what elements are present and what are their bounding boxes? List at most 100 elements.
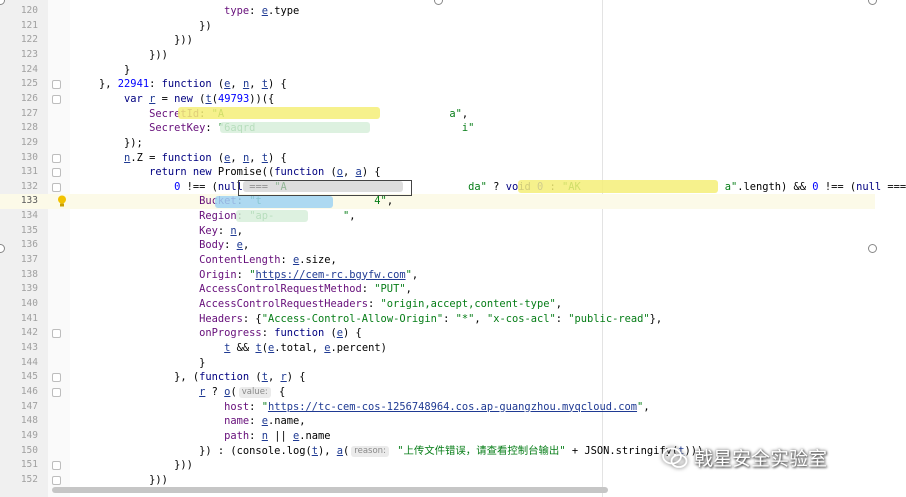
code-text[interactable]: return new Promise((function (o, a) { [149,166,381,179]
code-line[interactable]: 132 0 !== (null === "A da" ? void 0 : "A… [0,180,906,195]
code-line[interactable]: 151 })) [0,458,875,473]
line-number: 120 [20,5,38,16]
code-line[interactable]: 145 }, (function (t, r) { [0,370,875,385]
line-number: 151 [20,459,38,471]
line-number: 150 [20,444,38,456]
code-text[interactable]: })) [74,34,193,47]
code-text[interactable]: })) [74,48,168,61]
line-number: 138 [20,268,38,280]
code-text[interactable]: t && t(e.total, e.percent) [224,341,387,354]
code-line[interactable]: 133 Bucket: "t 4", [0,194,875,210]
code-text[interactable]: ContentLength: e.size, [199,254,337,267]
code-line[interactable]: 123 })) [0,48,875,63]
line-number: 137 [20,254,38,266]
resize-handle-left[interactable] [0,244,5,253]
code-line[interactable]: 136 Body: e, [0,238,875,253]
fold-marker-icon[interactable] [52,80,61,90]
code-text[interactable]: AccessControlRequestMethod: "PUT", [199,283,412,296]
code-line[interactable]: 139 AccessControlRequestMethod: "PUT", [0,282,875,297]
line-number: 145 [20,371,38,383]
code-text[interactable]: })) [74,473,168,486]
code-line[interactable]: 146 r ? o(value: { [0,385,875,400]
fold-marker-icon[interactable] [52,373,61,383]
code-line[interactable]: 143 t && t(e.total, e.percent) [0,341,875,356]
fold-marker-icon[interactable] [52,387,61,397]
line-number: 126 [20,92,38,104]
code-line[interactable]: 134 Region: "ap- ", [0,209,875,224]
code-line[interactable]: 126 var r = new (t(49793))({ [0,92,875,107]
code-text[interactable]: path: n || e.name [224,429,331,442]
code-line[interactable]: 135 Key: n, [0,224,875,239]
code-text[interactable]: name: e.name, [224,415,306,428]
redaction-region [236,210,308,222]
code-line[interactable]: 138 Origin: "https://cem-rc.bgyfw.com", [0,268,875,283]
right-margin-guide [602,0,603,497]
lightbulb-icon[interactable] [57,195,67,208]
code-text[interactable]: Headers: {"Access-Control-Allow-Origin":… [199,312,663,325]
code-line[interactable]: 131 return new Promise((function (o, a) … [0,165,875,180]
code-line[interactable]: 149 path: n || e.name [0,429,875,444]
line-number: 133 [20,195,38,207]
code-text[interactable]: r ? o(value: { [199,385,286,398]
code-text[interactable]: })) [74,459,193,472]
fold-marker-icon[interactable] [52,475,61,485]
code-text[interactable]: }, (function (t, r) { [74,371,306,384]
code-text[interactable]: }) [74,19,212,32]
line-number: 121 [20,19,38,31]
resize-handle-top-right[interactable] [868,0,877,5]
code-line[interactable]: 124 } [0,63,875,78]
code-line[interactable]: 141 Headers: {"Access-Control-Allow-Orig… [0,312,875,327]
redaction-secret-key [220,122,370,133]
code-line[interactable]: 148 name: e.name, [0,414,875,429]
code-text[interactable]: AccessControlRequestHeaders: "origin,acc… [199,298,562,310]
code-line[interactable]: 152 })) [0,473,875,488]
fold-marker-icon[interactable] [52,461,61,471]
code-text[interactable]: Origin: "https://cem-rc.bgyfw.com", [199,268,419,281]
line-number: 123 [20,48,38,60]
code-text[interactable]: } [74,356,206,369]
code-line[interactable]: 127 SecretId: "A a", [0,107,875,122]
fold-marker-icon[interactable] [52,329,61,339]
code-line[interactable]: 142 onProgress: function (e) { [0,326,875,341]
code-text[interactable]: Body: e, [199,239,250,252]
code-text[interactable]: host: "https://tc-cem-cos-1256748964.cos… [224,400,650,413]
resize-handle-right[interactable] [868,244,877,253]
code-text[interactable]: 0 !== (null === "A da" ? void 0 : "AK a"… [174,180,906,193]
resize-handle-top-left[interactable] [0,0,5,5]
code-text[interactable]: n.Z = function (e, n, t) { [124,151,287,164]
watermark: 戟星安全实验室 [662,444,827,471]
code-line[interactable]: 137 ContentLength: e.size, [0,253,875,268]
fold-marker-icon[interactable] [52,94,61,104]
code-line[interactable]: 129 }); [0,136,875,151]
code-text[interactable]: } [74,63,131,76]
code-line[interactable]: 128 SecretKey: "6aqrd i" [0,121,875,136]
resize-handle-top[interactable] [434,0,443,5]
code-line[interactable]: 144 } [0,356,875,371]
fold-marker-icon[interactable] [52,153,61,163]
fold-marker-icon[interactable] [52,182,61,192]
fold-marker-icon[interactable] [52,168,61,178]
code-text[interactable]: var r = new (t(49793))({ [124,92,275,105]
code-text[interactable]: }) : (console.log(t), a(reason: "上传文件错误，… [74,444,704,457]
redaction-secret-id [178,107,380,119]
code-text[interactable]: type: e.type [224,5,300,17]
horizontal-scrollbar[interactable] [52,487,608,493]
code-line[interactable]: 125 }, 22941: function (e, n, t) { [0,77,875,92]
redaction-access-key-2 [518,180,718,193]
watermark-text: 戟星安全实验室 [694,448,828,470]
code-text[interactable]: }, 22941: function (e, n, t) { [74,78,287,91]
redaction-bucket [215,196,333,208]
code-line[interactable]: 122 })) [0,33,875,48]
code-text[interactable]: Region: "ap- ", [199,210,356,223]
code-line[interactable]: 147 host: "https://tc-cem-cos-1256748964… [0,400,875,415]
line-number: 140 [20,298,38,309]
code-line[interactable]: 130 n.Z = function (e, n, t) { [0,151,875,166]
code-line[interactable]: 121 }) [0,19,875,34]
code-text[interactable]: Key: n, [199,224,243,237]
code-line[interactable]: 150 }) : (console.log(t), a(reason: "上传文… [0,444,875,459]
code-line[interactable]: 140 AccessControlRequestHeaders: "origin… [0,297,875,312]
code-line[interactable]: 120 type: e.type [0,4,875,19]
code-text[interactable]: }); [74,136,143,149]
code-text[interactable]: onProgress: function (e) { [199,327,362,340]
